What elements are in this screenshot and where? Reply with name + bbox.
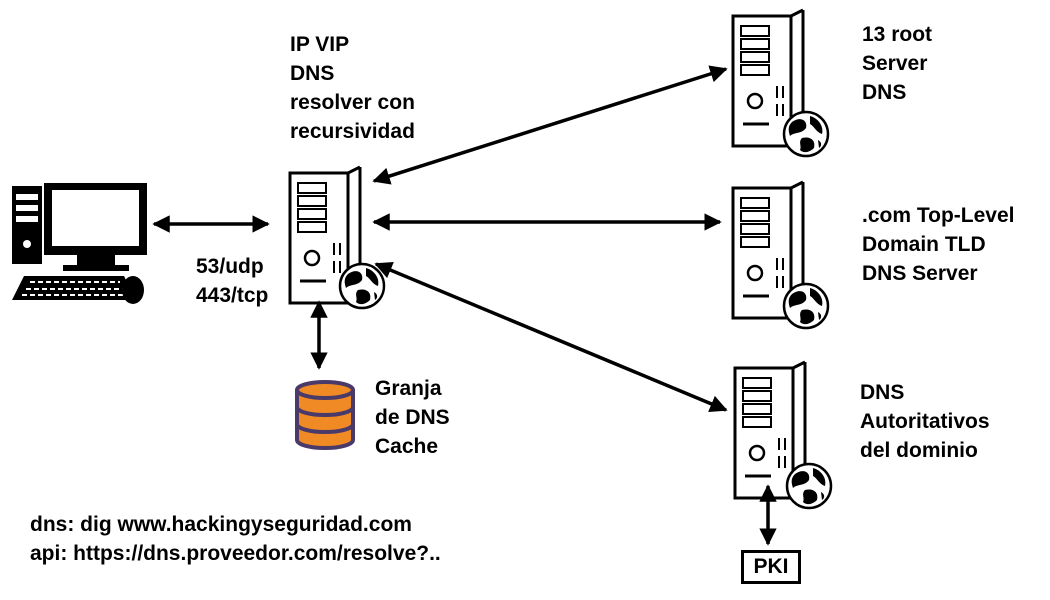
authoritative-line: del dominio bbox=[860, 439, 978, 462]
authoritative-globe-icon bbox=[785, 462, 833, 510]
resolver-line: recursividad bbox=[290, 120, 415, 143]
root-line: Server bbox=[862, 52, 928, 75]
client-computer-icon bbox=[12, 183, 147, 304]
notes: dns: dig www.hackingyseguridad.com api: … bbox=[30, 510, 441, 568]
root-globe-icon bbox=[782, 110, 830, 158]
arrow-resolver-root bbox=[372, 65, 728, 185]
root-line: DNS bbox=[862, 81, 907, 104]
port-line: 53/udp bbox=[196, 255, 264, 278]
authoritative-label: DNS Autoritativos del dominio bbox=[860, 378, 990, 465]
resolver-line: IP VIP bbox=[290, 33, 350, 56]
api-url-note: api: https://dns.proveedor.com/resolve?.… bbox=[30, 542, 441, 565]
cache-line: de DNS bbox=[375, 406, 450, 429]
resolver-globe-icon bbox=[338, 262, 386, 310]
dns-command-note: dns: dig www.hackingyseguridad.com bbox=[30, 513, 412, 536]
authoritative-line: DNS bbox=[860, 381, 905, 404]
pki-box: PKI bbox=[741, 550, 801, 584]
root-label: 13 root Server DNS bbox=[862, 20, 932, 107]
pki-label: PKI bbox=[753, 555, 789, 578]
cache-label: Granja de DNS Cache bbox=[375, 374, 450, 461]
resolver-line: DNS bbox=[290, 62, 335, 85]
tld-line: .com Top-Level bbox=[862, 204, 1015, 227]
resolver-label: IP VIP DNS resolver con recursividad bbox=[290, 30, 415, 146]
authoritative-line: Autoritativos bbox=[860, 410, 990, 433]
tld-label: .com Top-Level Domain TLD DNS Server bbox=[862, 201, 1014, 288]
root-line: 13 root bbox=[862, 23, 933, 46]
tld-line: DNS Server bbox=[862, 262, 978, 285]
database-icon bbox=[295, 380, 355, 450]
resolver-line: resolver con bbox=[290, 91, 415, 114]
tld-globe-icon bbox=[782, 282, 830, 330]
tld-line: Domain TLD bbox=[862, 233, 986, 256]
arrow-resolver-authoritative bbox=[374, 261, 728, 413]
cache-line: Cache bbox=[375, 435, 439, 458]
ports-label: 53/udp 443/tcp bbox=[196, 252, 268, 310]
cache-line: Granja bbox=[375, 377, 442, 400]
port-line: 443/tcp bbox=[196, 284, 269, 307]
